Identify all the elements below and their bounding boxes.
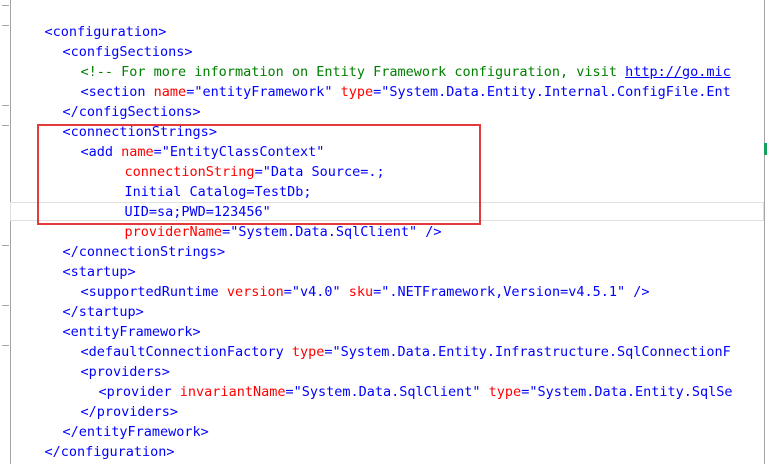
code-line: <providers> (80, 364, 170, 380)
red-highlight-box (37, 124, 481, 225)
comment-link[interactable]: http://go.mic (625, 64, 731, 80)
code-line: <!-- For more information on Entity Fram… (80, 64, 731, 80)
collapse-marker[interactable] (2, 305, 9, 306)
code-line: Initial Catalog=TestDb; (124, 184, 312, 200)
code-line: UID=sa;PWD=123456" (124, 204, 271, 220)
collapse-marker[interactable] (2, 25, 9, 26)
code-line: </configSections> (62, 104, 201, 120)
code-line: </startup> (62, 304, 144, 320)
code-line: connectionString="Data Source=.; (124, 164, 385, 180)
right-margin-line (764, 0, 765, 464)
code-line: <configSections> (62, 44, 193, 60)
change-marker (764, 143, 767, 155)
code-line: </configuration> (44, 444, 175, 460)
code-line: <startup> (62, 264, 136, 280)
collapse-marker[interactable] (2, 345, 9, 346)
code-line: <add name="EntityClassContext" (80, 144, 325, 160)
code-line: </providers> (80, 404, 179, 420)
outline-gutter (0, 0, 11, 464)
code-line: <defaultConnectionFactory type="System.D… (80, 344, 731, 360)
collapse-marker[interactable] (2, 125, 9, 126)
code-line: <section name="entityFramework" type="Sy… (80, 84, 731, 100)
code-line: <connectionStrings> (62, 124, 217, 140)
code-line: providerName="System.Data.SqlClient" /> (124, 224, 442, 240)
code-line: <configuration> (44, 24, 167, 40)
code-line: </entityFramework> (62, 424, 209, 440)
collapse-marker[interactable] (2, 5, 9, 6)
code-line: <entityFramework> (62, 324, 201, 340)
current-line-highlight (10, 202, 764, 221)
code-line: <supportedRuntime version="v4.0" sku=".N… (80, 284, 650, 300)
collapse-marker[interactable] (2, 245, 9, 246)
code-line: </connectionStrings> (62, 244, 226, 260)
collapse-marker[interactable] (2, 105, 9, 106)
code-line: <provider invariantName="System.Data.Sql… (98, 384, 733, 400)
